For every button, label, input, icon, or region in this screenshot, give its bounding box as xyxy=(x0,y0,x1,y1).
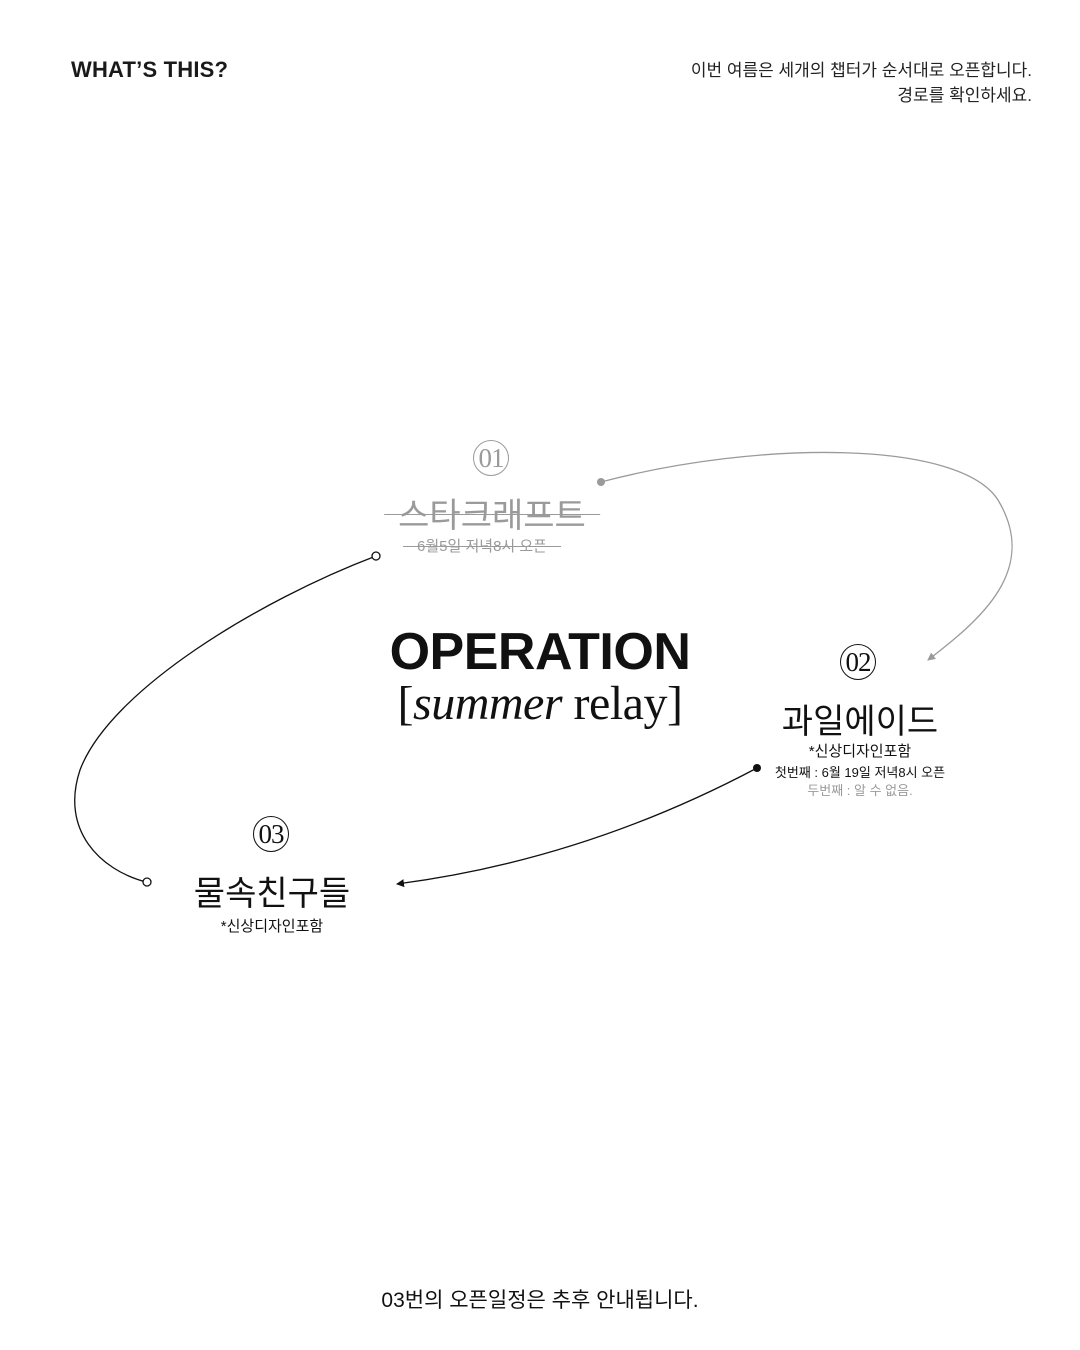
chapter-03-number-badge: 03 xyxy=(253,816,289,852)
route-01-start-dot xyxy=(597,478,605,486)
chapter-03-note: *신상디자인포함 xyxy=(220,918,324,935)
operation-title: OPERATION xyxy=(389,623,691,681)
chapter-02-first-open: 첫번째 : 6월 19일 저녁8시 오픈 xyxy=(774,765,946,780)
page-title: WHAT’S THIS? xyxy=(71,57,229,82)
footer-note: 03번의 오픈일정은 추후 안내됩니다. xyxy=(381,1289,699,1312)
chapter-02-number-badge: 02 xyxy=(840,644,876,680)
summer-relay-subtitle: [summer relay] xyxy=(398,676,683,731)
route-loop-bottom-dot xyxy=(142,877,152,887)
route-02-start-dot xyxy=(753,764,761,772)
chapter-03-name: 물속친구들 xyxy=(193,875,351,913)
route-02-to-03 xyxy=(396,767,758,888)
subtitle-bracket: [ xyxy=(397,677,414,730)
chapter-02-name: 과일에이드 xyxy=(781,703,939,741)
chapter-02-second-open: 두번째 : 알 수 없음. xyxy=(807,783,913,798)
route-loop xyxy=(74,555,377,883)
route-loop-top-dot xyxy=(371,551,381,561)
subtitle-rest: relay] xyxy=(562,677,683,730)
intro-text: 이번 여름은 세개의 챕터가 순서대로 오픈합니다. 경로를 확인하세요. xyxy=(691,58,1032,108)
intro-line-1: 이번 여름은 세개의 챕터가 순서대로 오픈합니다. xyxy=(690,61,1032,80)
intro-line-2: 경로를 확인하세요. xyxy=(897,86,1032,105)
chapter-01-date-text: 6월5일 저녁8시 오픈 xyxy=(403,535,561,556)
chapter-01-name-text: 스타크래프트 xyxy=(384,488,600,537)
chapter-02-note: *신상디자인포함 xyxy=(808,743,912,760)
chapter-01-date: 6월5일 저녁8시 오픈 xyxy=(403,535,561,556)
subtitle-italic: summer xyxy=(413,677,563,730)
chapter-01-name: 스타크래프트 xyxy=(384,488,600,537)
chapter-01-number-badge: 01 xyxy=(473,440,509,476)
route-01-to-02 xyxy=(600,451,1013,661)
